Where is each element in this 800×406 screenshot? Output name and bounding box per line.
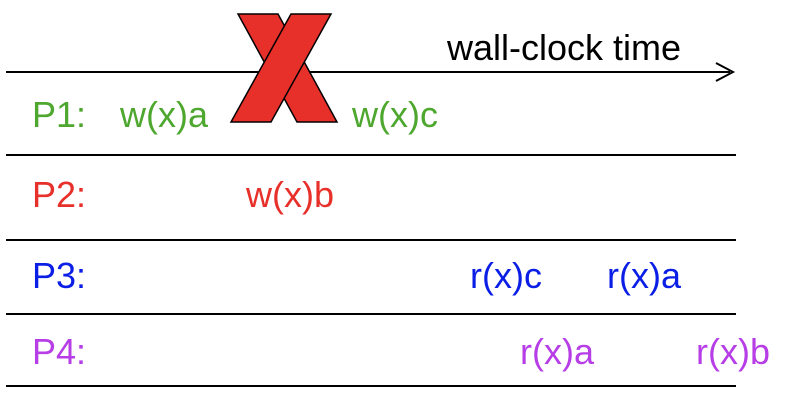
p1-operation-write-c: w(x)c xyxy=(352,94,438,135)
p3-operation-read-a: r(x)a xyxy=(607,255,681,296)
p4-operation-read-b: r(x)b xyxy=(696,331,770,372)
time-axis-arrowhead xyxy=(715,62,736,82)
cross-mark-stroke-2 xyxy=(229,13,333,123)
process-label-p2: P2: xyxy=(32,174,87,215)
time-axis-label: wall-clock time xyxy=(447,27,682,68)
p2-operation-write-b: w(x)b xyxy=(246,174,334,215)
process-label-p1: P1: xyxy=(32,94,87,135)
process-label-p3: P3: xyxy=(32,255,87,296)
process-label-p4: P4: xyxy=(32,331,87,372)
p3-operation-read-c: r(x)c xyxy=(470,255,542,296)
p1-operation-write-a: w(x)a xyxy=(120,94,208,135)
cross-mark-icon xyxy=(229,13,339,123)
p4-operation-read-a: r(x)a xyxy=(520,331,594,372)
